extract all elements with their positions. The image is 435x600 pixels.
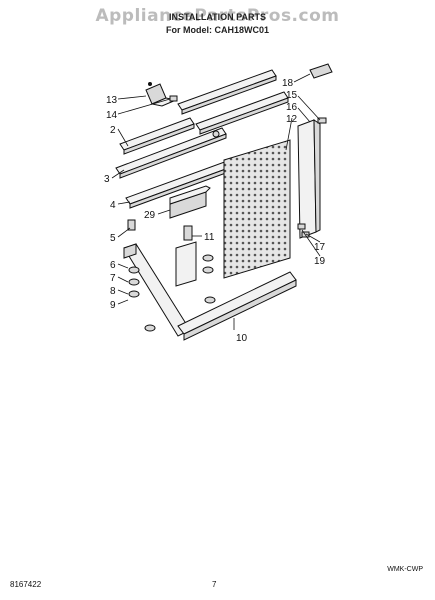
- page-number: 7: [212, 580, 217, 589]
- callout-17: 17: [314, 242, 326, 253]
- part-block-18: [309, 63, 333, 79]
- callout-leader-lines: [111, 73, 321, 330]
- callout-12: 12: [286, 114, 298, 125]
- callout-7: 7: [110, 273, 116, 284]
- part-top-rail: [177, 69, 277, 115]
- callout-16: 16: [286, 102, 298, 113]
- diagram-title: INSTALLATION PARTS: [169, 12, 266, 22]
- part-panel-12: [223, 139, 291, 279]
- part-rail-right: [195, 91, 289, 135]
- callout-9: 9: [110, 300, 116, 311]
- callout-29: 29: [144, 210, 156, 221]
- callout-18: 18: [282, 78, 294, 89]
- document-number: 8167422: [10, 580, 42, 589]
- callout-6: 6: [110, 260, 116, 271]
- watermark: AppliancePartsPros.com: [95, 6, 340, 26]
- part-clip-11: [175, 225, 214, 287]
- part-foam-29: [169, 185, 211, 219]
- callout-3: 3: [104, 174, 110, 185]
- callout-5: 5: [110, 233, 116, 244]
- model-number: For Model: CAH18WC01: [165, 25, 269, 35]
- brand-code: WMK-CWP: [387, 566, 423, 573]
- callout-4: 4: [110, 200, 116, 211]
- part-screw-5: [127, 219, 136, 231]
- callout-19: 19: [314, 256, 326, 267]
- callout-2: 2: [110, 125, 116, 136]
- part-washers-7-9: [128, 266, 140, 298]
- callout-8: 8: [110, 286, 116, 297]
- callout-11: 11: [204, 232, 215, 243]
- part-rail-2: [119, 117, 195, 155]
- callout-10: 10: [236, 333, 248, 344]
- part-base-rail-10: [144, 271, 297, 341]
- part-screw-14: [169, 95, 178, 102]
- part-upright-16: [297, 119, 321, 239]
- callout-14: 14: [106, 110, 118, 121]
- part-rail-3: [115, 127, 227, 179]
- callout-13: 13: [106, 95, 118, 106]
- callout-15: 15: [286, 90, 298, 101]
- part-bracket-13: [145, 82, 178, 107]
